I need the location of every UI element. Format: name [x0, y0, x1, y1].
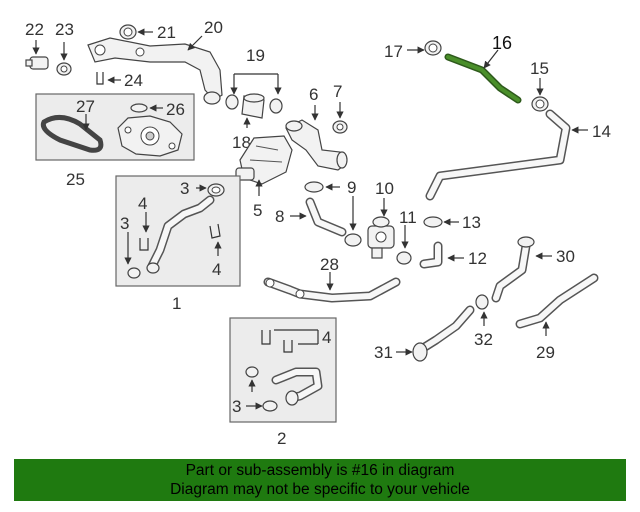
- callout-10: 10: [375, 179, 394, 198]
- callout-1: 1: [172, 294, 181, 313]
- callout-3-box2: 3: [232, 397, 241, 416]
- callout-31: 31: [374, 343, 393, 362]
- part-29-pipe[interactable]: [515, 273, 599, 329]
- part-16-coolant-hose-highlighted[interactable]: [444, 53, 522, 104]
- part-3-seal-lower[interactable]: [127, 267, 141, 279]
- part-28-pipe[interactable]: [263, 277, 401, 303]
- callout-2: 2: [277, 429, 286, 448]
- part-12-hose[interactable]: [419, 241, 443, 269]
- part-4-clip-left[interactable]: [139, 238, 149, 251]
- callout-23: 23: [55, 20, 74, 39]
- callout-24: 24: [124, 71, 143, 90]
- part-15-clamp[interactable]: [531, 96, 549, 112]
- part-2-hose[interactable]: [271, 367, 323, 406]
- callout-5: 5: [253, 201, 262, 220]
- part-13-clamp[interactable]: [423, 216, 443, 228]
- part-17-clamp[interactable]: [424, 40, 442, 56]
- part-18-hose[interactable]: [241, 93, 265, 119]
- callout-21: 21: [157, 23, 176, 42]
- callout-4-right: 4: [212, 260, 221, 279]
- part-27-belt[interactable]: [40, 115, 104, 153]
- callout-3-upper: 3: [180, 179, 189, 198]
- part-20-coolant-pipe[interactable]: [87, 37, 223, 105]
- callout-6: 6: [309, 85, 318, 104]
- part-7-seal[interactable]: [332, 120, 348, 134]
- callout-4-left: 4: [138, 194, 147, 213]
- banner-line-1: Part or sub-assembly is #16 in diagram: [185, 462, 455, 479]
- part-4-clip-right[interactable]: [209, 223, 221, 239]
- callout-13: 13: [462, 213, 481, 232]
- callout-28: 28: [320, 255, 339, 274]
- callout-7: 7: [333, 82, 342, 101]
- part-3-seals-box2[interactable]: [245, 366, 278, 412]
- callout-12: 12: [468, 249, 487, 268]
- part-9-clamp[interactable]: [304, 181, 362, 247]
- part-26-water-pump[interactable]: [117, 103, 183, 157]
- part-8-hose[interactable]: [305, 197, 347, 237]
- part-3-seal-upper[interactable]: [207, 183, 225, 197]
- callout-4-box2: 4: [322, 328, 331, 347]
- part-14-pipe[interactable]: [425, 109, 571, 201]
- part-19-clamps[interactable]: [225, 94, 283, 114]
- part-32-clamp[interactable]: [475, 294, 489, 310]
- banner-line-2: Diagram may not be specific to your vehi…: [170, 481, 470, 498]
- callout-9: 9: [347, 178, 356, 197]
- part-21-gasket[interactable]: [119, 24, 137, 40]
- part-24-clip[interactable]: [96, 72, 104, 85]
- part-1-hose[interactable]: [146, 195, 215, 274]
- callout-11: 11: [399, 208, 417, 227]
- part-23-seal[interactable]: [56, 62, 72, 76]
- part-10-valve[interactable]: [367, 216, 395, 259]
- callout-20: 20: [204, 18, 223, 37]
- part-11-clamp[interactable]: [396, 251, 412, 265]
- part-4-clips-box2[interactable]: [261, 330, 293, 353]
- callout-19: 19: [246, 46, 265, 65]
- callout-26: 26: [166, 100, 185, 119]
- callout-3-left: 3: [120, 214, 129, 233]
- callout-27: 27: [76, 97, 95, 116]
- callout-32: 32: [474, 330, 493, 349]
- part-6-outlet[interactable]: [285, 119, 348, 171]
- callout-29: 29: [536, 343, 555, 362]
- callout-22: 22: [25, 20, 44, 39]
- part-31-hose[interactable]: [412, 305, 475, 362]
- part-30-pipe[interactable]: [491, 236, 535, 303]
- callout-17: 17: [384, 42, 403, 61]
- callout-14: 14: [592, 122, 611, 141]
- part-22-sensor[interactable]: [25, 56, 49, 70]
- callout-15: 15: [530, 59, 549, 78]
- callout-25: 25: [66, 170, 85, 189]
- callout-16: 16: [492, 33, 512, 53]
- info-banner: Part or sub-assembly is #16 in diagram D…: [14, 459, 626, 501]
- callout-18: 18: [232, 133, 251, 152]
- callout-8: 8: [275, 207, 284, 226]
- callout-30: 30: [556, 247, 575, 266]
